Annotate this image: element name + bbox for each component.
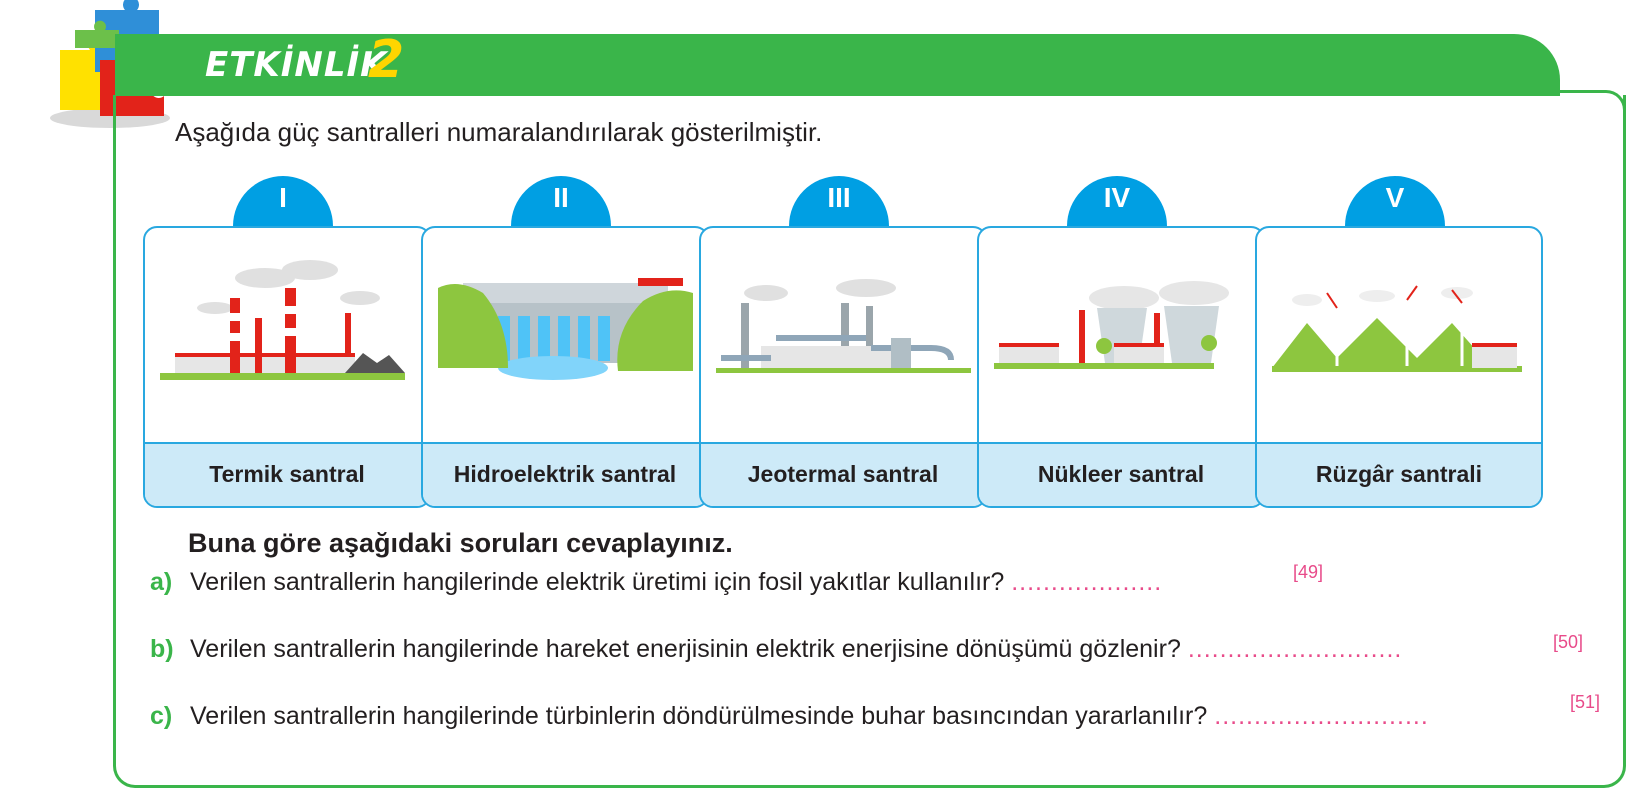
question-letter: b) [150,635,174,663]
power-plant-cards: I Termik santral II Hidroelektrik santra… [143,176,1613,510]
question-b: b) Verilen santrallerin hangilerinde hare… [150,634,1402,664]
activity-header-bar [115,34,1560,96]
answer-blank[interactable]: ........................... [1214,702,1429,730]
question-letter: c) [150,702,173,730]
card-label: Termik santral [145,442,429,506]
question-text: Verilen santrallerin hangilerinde türbin… [190,702,1208,730]
card-numeral-tab: V [1345,176,1445,228]
question-ref: [49] [1293,562,1324,582]
card-numeral-tab: II [511,176,611,228]
nuclear-plant-illustration-icon [994,281,1229,369]
card-label: Rüzgâr santrali [1257,442,1541,506]
question-ref: [50] [1553,632,1584,652]
card-wind: Rüzgâr santrali [1255,226,1543,508]
card-geothermal: Jeotermal santral [699,226,987,508]
answer-blank[interactable]: ................... [1011,568,1163,596]
card-thermal: Termik santral [143,226,431,508]
question-ref: [51] [1570,692,1601,712]
activity-number: 2 [368,30,405,90]
question-text: Verilen santrallerin hangilerinde elektr… [190,568,1005,596]
question-c: c) Verilen santrallerin hangilerinde türb… [150,701,1429,731]
card-numeral-tab: III [789,176,889,228]
activity-frame [113,95,1626,788]
card-label: Nükleer santral [979,442,1263,506]
card-label: Hidroelektrik santral [423,442,707,506]
card-numeral-tab: IV [1067,176,1167,228]
answer-blank[interactable]: ........................... [1187,635,1403,663]
wind-farm-illustration-icon [1272,285,1522,372]
question-letter: a) [150,568,173,596]
card-numeral-tab: I [233,176,333,228]
question-a: a) Verilen santrallerin hangilerinde elek… [150,567,1162,597]
card-hydro: Hidroelektrik santral [421,226,709,508]
intro-text: Aşağıda güç santralleri numaralandırılar… [175,117,823,147]
hydroelectric-dam-illustration-icon [438,278,693,380]
activity-title: ETKİNLİK [205,45,388,85]
geothermal-plant-illustration-icon [716,279,971,373]
question-text: Verilen santrallerin hangilerinde hareke… [190,635,1181,663]
thermal-power-plant-illustration-icon [160,260,405,380]
frame-corner [1546,90,1626,130]
card-nuclear: Nükleer santral [977,226,1265,508]
card-label: Jeotermal santral [701,442,985,506]
instructions-prompt: Buna göre aşağıdaki soruları cevaplayını… [188,528,733,558]
